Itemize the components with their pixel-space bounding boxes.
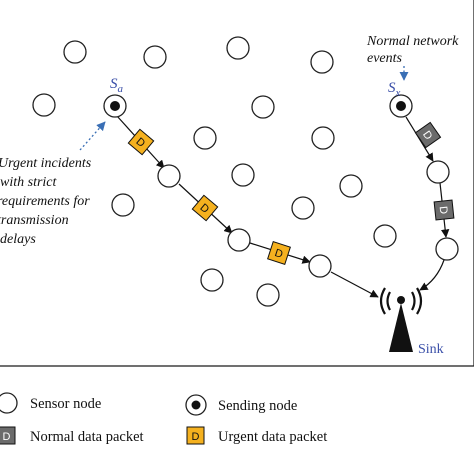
- legend-urgent-packet-icon: D: [186, 426, 205, 445]
- sending-node-core: [110, 101, 120, 111]
- legend-sending-node-core: [191, 400, 201, 410]
- normal-packet: D: [414, 121, 442, 149]
- sensor-node: [256, 283, 280, 307]
- relay-node: [227, 228, 251, 252]
- legend-sensor-node-icon: [0, 392, 18, 414]
- legend: Sensor node Sending node D Normal data p…: [0, 392, 327, 445]
- sensor-node: [193, 126, 217, 150]
- relay-node: [308, 254, 332, 278]
- sensor-node: [226, 36, 250, 60]
- legend-sensor-node-label: Sensor node: [30, 396, 101, 412]
- sensor-node: [373, 224, 397, 248]
- sending-node-core: [396, 101, 406, 111]
- sensor-node: [311, 126, 335, 150]
- urgent-packet: D: [267, 241, 291, 265]
- svg-text:D: D: [3, 431, 11, 443]
- urgent-route: [116, 115, 379, 298]
- source-x-label: Sx: [388, 80, 401, 99]
- legend-normal-packet-icon: D: [0, 426, 16, 445]
- sensor-node: [251, 95, 275, 119]
- urgent-incidents-note: Urgent incidents with strict requirement…: [0, 156, 95, 247]
- network-area-frame: [0, 0, 474, 367]
- sensor-node: [339, 174, 363, 198]
- urgent-incidents-pointer: [79, 121, 106, 151]
- urgent-packet: D: [191, 194, 219, 222]
- sensor-node: [111, 193, 135, 217]
- sending-node-sx: [389, 94, 413, 118]
- sending-node-sa: [103, 94, 127, 118]
- relay-node: [426, 160, 450, 184]
- normal-events-note: Normal network events: [366, 34, 462, 66]
- svg-text:D: D: [192, 431, 200, 443]
- svg-text:D: D: [437, 206, 450, 215]
- sensor-node: [63, 40, 87, 64]
- legend-urgent-packet-label: Urgent data packet: [218, 429, 327, 445]
- normal-route: [405, 116, 459, 291]
- sensor-node: [143, 45, 167, 69]
- urgent-packet: D: [127, 128, 155, 156]
- legend-sending-node-label: Sending node: [218, 398, 297, 414]
- sensor-node: [310, 50, 334, 74]
- sensor-node: [291, 196, 315, 220]
- sink-antenna-icon: [379, 287, 423, 352]
- sensor-node: [231, 163, 255, 187]
- relay-node: [435, 237, 459, 261]
- legend-normal-packet-label: Normal data packet: [30, 429, 144, 445]
- sink-label: Sink: [418, 342, 444, 357]
- source-a-label: Sa: [110, 76, 124, 95]
- route-link: [330, 271, 379, 298]
- svg-text:D: D: [273, 247, 284, 261]
- sensor-nodes: [32, 36, 397, 307]
- sensor-node: [32, 93, 56, 117]
- relay-node: [157, 164, 181, 188]
- normal-packet: D: [433, 199, 455, 221]
- route-link: [419, 259, 445, 291]
- sensor-node: [200, 268, 224, 292]
